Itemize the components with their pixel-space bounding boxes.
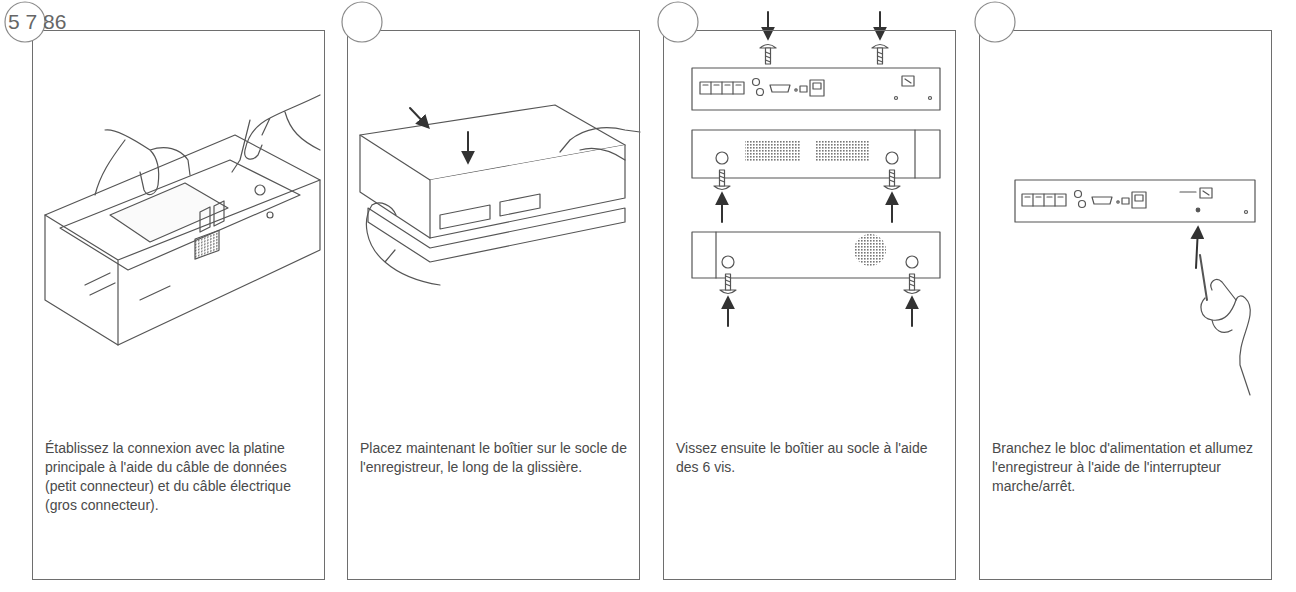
step-instruction: Placez maintenant le boîtier sur le socl…	[348, 439, 639, 477]
step-number: 5 7 86	[8, 11, 66, 32]
step-panel: Établissez la connexion avec la platine …	[32, 30, 325, 580]
open-base-illustration	[45, 95, 320, 345]
step-panel: Branchez le bloc d'alimentation et allum…	[979, 30, 1272, 580]
power-switch-illustration	[1015, 180, 1255, 395]
step-circle	[658, 2, 698, 42]
step-instruction: Vissez ensuite le boîtier au socle à l'a…	[664, 439, 955, 477]
step-circle	[342, 2, 382, 42]
step-panel: Placez maintenant le boîtier sur le socl…	[347, 30, 640, 580]
screw-views-illustration	[692, 12, 940, 326]
step-circle	[975, 2, 1015, 42]
step-instruction: Établissez la connexion avec la platine …	[33, 439, 324, 515]
step-instruction: Branchez le bloc d'alimentation et allum…	[980, 439, 1271, 496]
housing-illustration	[360, 105, 640, 285]
step-panel: Vissez ensuite le boîtier au socle à l'a…	[663, 30, 956, 580]
